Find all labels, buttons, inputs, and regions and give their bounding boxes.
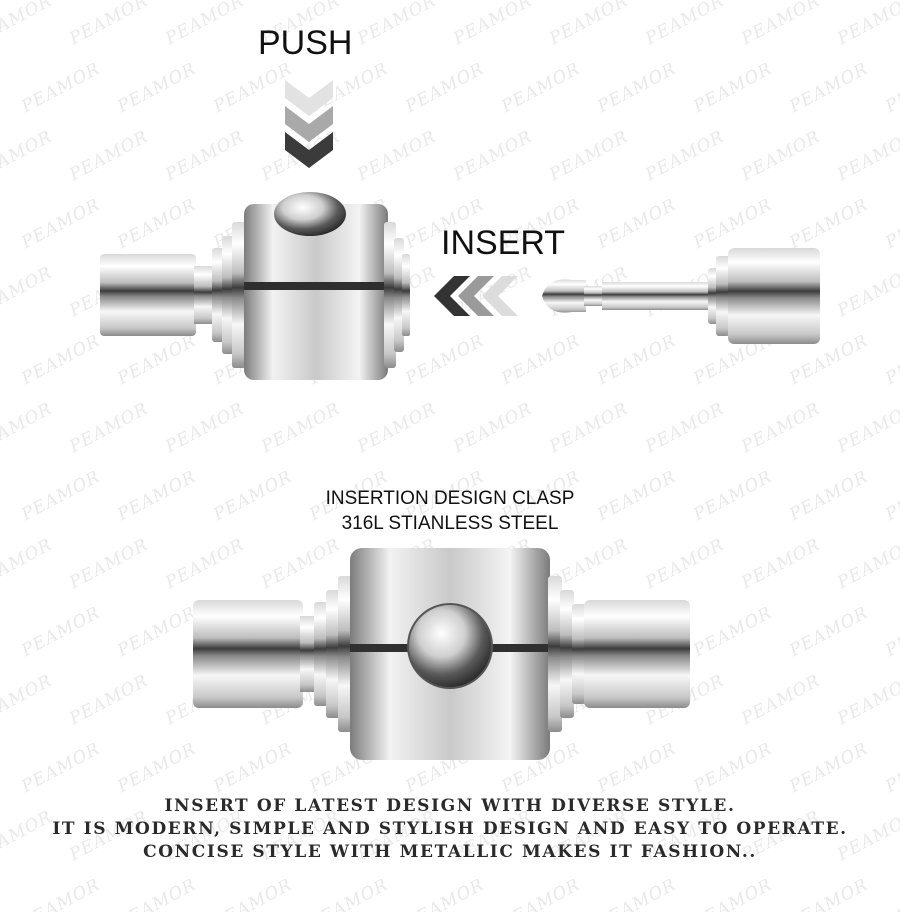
clasp-male-part xyxy=(542,248,820,344)
caption-line-3: CONCISE STYLE WITH METALLIC MAKES IT FAS… xyxy=(143,842,757,862)
insert-arrow-mid xyxy=(458,276,494,316)
insert-label: INSERT xyxy=(441,224,566,262)
clasp-female-part xyxy=(100,192,410,380)
push-arrow-dark xyxy=(285,132,333,168)
caption-line-1: INSERT OF LATEST DESIGN WITH DIVERSE STY… xyxy=(164,796,736,816)
push-button-dome xyxy=(274,192,346,236)
title-line-2: 316L STIANLESS STEEL xyxy=(341,513,559,534)
release-button-dome xyxy=(407,603,493,689)
title-line-1: INSERTION DESIGN CLASP xyxy=(325,488,575,509)
clasp-assembled xyxy=(193,548,690,760)
push-arrow-light xyxy=(285,80,333,116)
push-label: PUSH xyxy=(258,24,353,62)
push-arrows xyxy=(285,80,333,168)
push-arrow-mid xyxy=(285,106,333,142)
insert-arrow-dark xyxy=(434,276,470,316)
caption-line-2: IT IS MODERN, SIMPLE AND STYLISH DESIGN … xyxy=(52,819,848,839)
insert-arrow-light xyxy=(482,276,518,316)
insert-arrows xyxy=(434,276,518,316)
